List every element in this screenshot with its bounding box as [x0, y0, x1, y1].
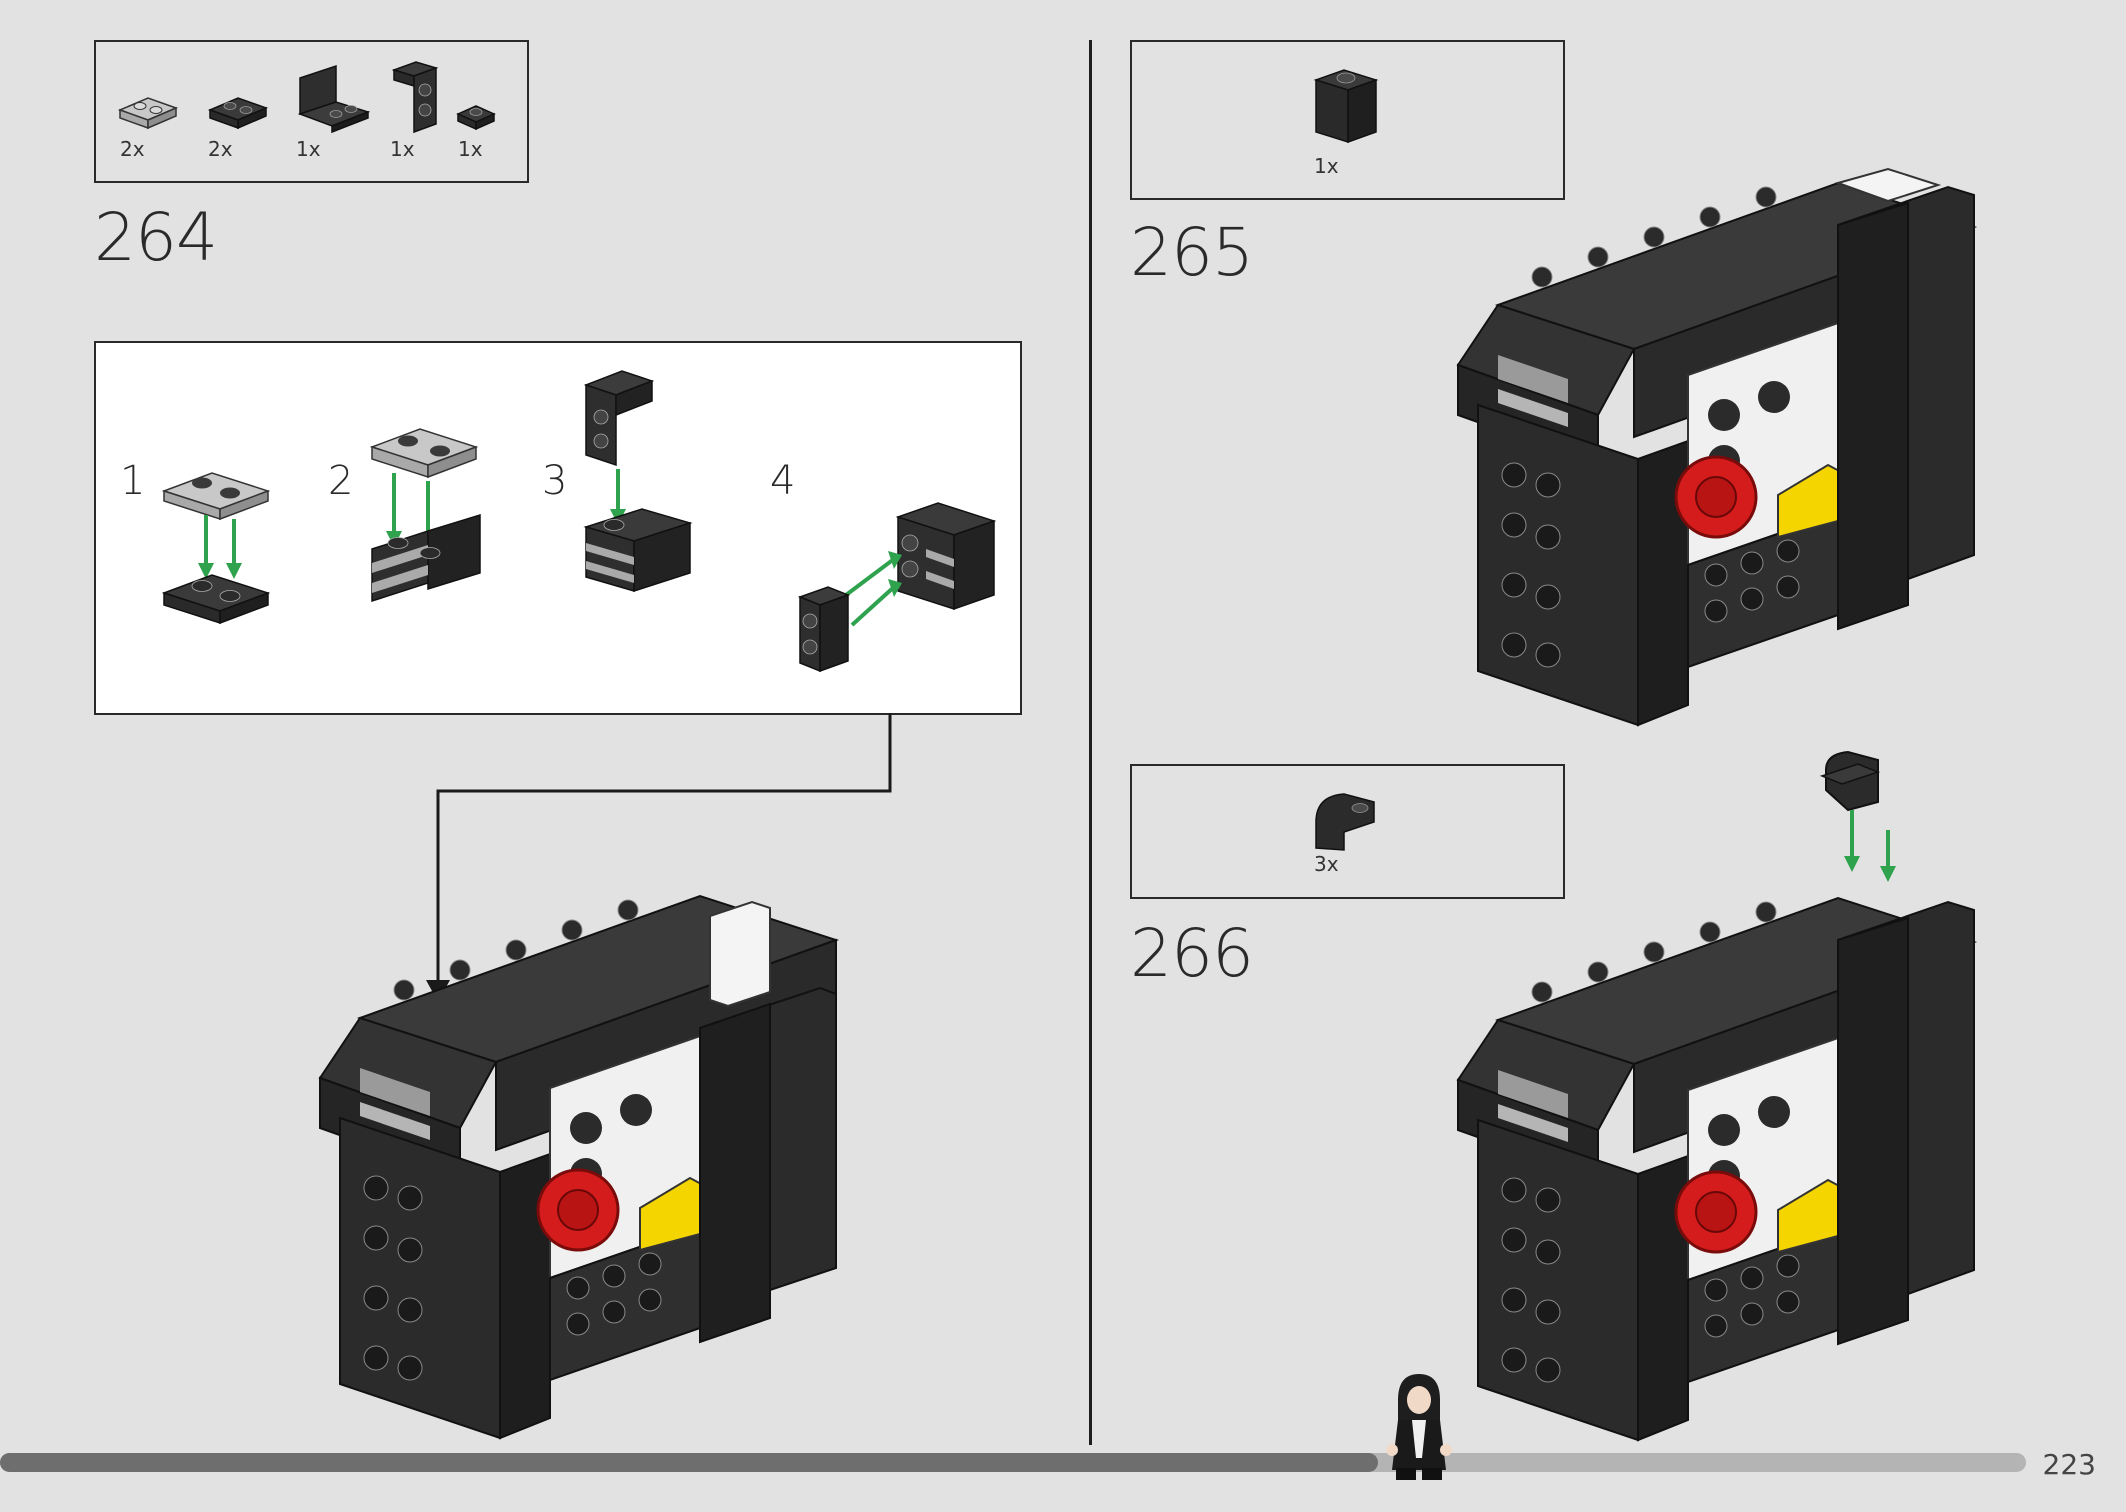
subassembly-callout: 1 2 3 4 [94, 341, 1022, 715]
model-step-266 [1456, 750, 1978, 1442]
brick-1x1x2-black-icon [1313, 69, 1379, 144]
part-qty: 1x [296, 137, 321, 161]
part-qty: 2x [120, 137, 145, 161]
substep-number: 2 [328, 458, 354, 504]
step-number: 265 [1130, 214, 1254, 291]
step-number: 266 [1130, 915, 1254, 992]
part-qty: 1x [390, 137, 415, 161]
plate-1x1-black-icon [456, 105, 496, 131]
model-step-265 [1456, 167, 1978, 727]
step-number: 264 [94, 199, 218, 276]
minifigure-icon [1386, 1374, 1452, 1480]
bracket-black-icon [297, 64, 371, 134]
part-qty: 1x [458, 137, 483, 161]
part-qty: 1x [1314, 154, 1339, 178]
substep-number: 4 [770, 458, 796, 504]
parts-list-264: 2x 2x 1x 1x 1x [94, 40, 529, 183]
page-divider [1089, 40, 1092, 1445]
substep-2-illustration [369, 428, 481, 603]
substep-number: 3 [542, 458, 568, 504]
plate-1x2-light-gray-icon [117, 97, 179, 130]
model-step-264 [318, 894, 840, 1440]
substep-number: 1 [120, 458, 146, 504]
substep-4-illustration [797, 502, 997, 673]
plate-1x2-black-icon [207, 97, 269, 130]
bracket-inverted-black-icon [391, 61, 439, 134]
substep-3-illustration [583, 370, 693, 593]
part-qty: 2x [208, 137, 233, 161]
substep-1-illustration [161, 472, 271, 625]
page-number: 223 [2042, 1448, 2096, 1481]
part-qty: 3x [1314, 852, 1339, 876]
parts-list-266: 3x [1130, 764, 1565, 899]
parts-list-265: 1x [1130, 40, 1565, 200]
progress-fill [0, 1453, 1378, 1472]
slope-curved-black-icon [1315, 793, 1375, 851]
